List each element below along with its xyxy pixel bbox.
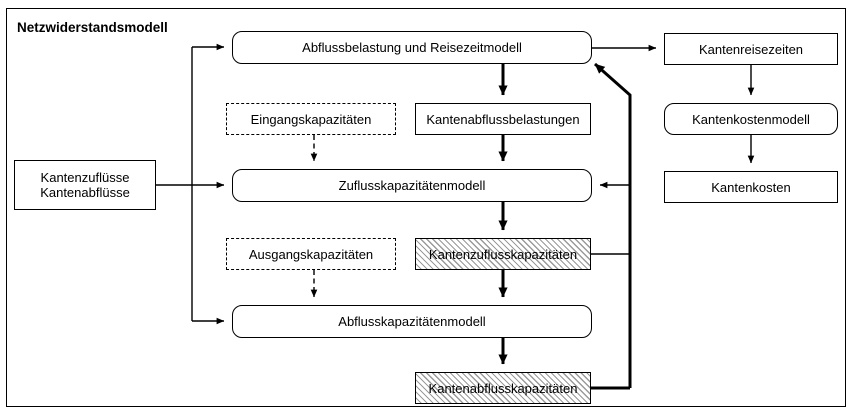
node-zuflusskapazitaetenmodell[interactable]: Zuflusskapazitätenmodell (232, 169, 592, 202)
node-label: Kantenzuflüsse Kantenabflüsse (40, 170, 130, 200)
node-label: Kantenzuflusskapazitäten (428, 246, 578, 262)
node-ausgangskapazitaeten[interactable]: Ausgangskapazitäten (226, 238, 396, 270)
node-label: Abflusskapazitätenmodell (338, 314, 486, 329)
node-label: Zuflusskapazitätenmodell (338, 178, 486, 193)
node-label: Kantenkostenmodell (692, 111, 810, 127)
node-eingangskapazitaeten[interactable]: Eingangskapazitäten (226, 103, 396, 135)
node-label: Kantenabflussbelastungen (426, 111, 580, 127)
node-kantenkosten[interactable]: Kantenkosten (664, 171, 838, 203)
node-abflussbelastung-reisezeitmodell[interactable]: Abflussbelastung und Reisezeitmodell (232, 31, 592, 64)
node-kantenkostenmodell[interactable]: Kantenkostenmodell (664, 103, 838, 135)
node-kantenzufluesse[interactable]: Kantenzuflüsse Kantenabflüsse (14, 160, 156, 210)
model-frame (6, 8, 846, 407)
node-label: Kantenabflusskapazitäten (428, 380, 578, 396)
node-label: Kantenreisezeiten (698, 41, 804, 57)
node-kantenreisezeiten[interactable]: Kantenreisezeiten (664, 33, 838, 65)
node-kantenzuflusskapazitaeten[interactable]: Kantenzuflusskapazitäten (415, 238, 591, 270)
node-label: Kantenkosten (711, 179, 791, 195)
page-title: Netzwiderstandsmodell (17, 20, 168, 35)
node-label: Ausgangskapazitäten (248, 246, 374, 262)
node-label: Abflussbelastung und Reisezeitmodell (302, 40, 522, 55)
node-label: Eingangskapazitäten (250, 111, 372, 127)
node-kantenabflussbelastungen[interactable]: Kantenabflussbelastungen (415, 103, 591, 135)
node-abflusskapazitaetenmodell[interactable]: Abflusskapazitätenmodell (232, 305, 592, 338)
node-kantenabflusskapazitaeten[interactable]: Kantenabflusskapazitäten (415, 372, 591, 404)
